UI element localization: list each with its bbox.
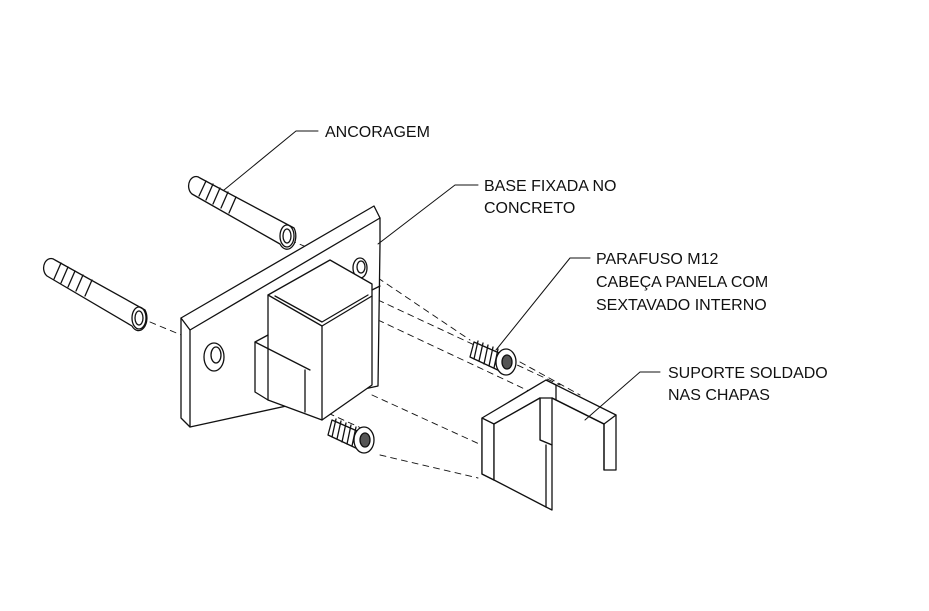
screw-upper bbox=[469, 340, 517, 376]
label-ancoragem: ANCORAGEM bbox=[325, 124, 430, 141]
plate-tube bbox=[254, 259, 381, 421]
leader-base bbox=[377, 184, 479, 245]
leader-suporte bbox=[584, 371, 661, 421]
label-parafuso-line3: SEXTAVADO INTERNO bbox=[596, 297, 767, 314]
leader-lines bbox=[223, 130, 661, 421]
plate-hole-left bbox=[203, 342, 225, 372]
label-parafuso-line2: CABEÇA PANELA COM bbox=[596, 274, 768, 291]
anchor-upper bbox=[187, 175, 297, 250]
label-base-line1: BASE FIXADA NO bbox=[484, 178, 616, 195]
label-suporte-line1: SUPORTE SOLDADO bbox=[668, 365, 828, 382]
anchor-lower bbox=[42, 257, 148, 332]
leader-parafuso bbox=[495, 257, 591, 351]
label-suporte-line2: NAS CHAPAS bbox=[668, 387, 770, 404]
screw-lower bbox=[327, 418, 375, 454]
label-parafuso-line1: PARAFUSO M12 bbox=[596, 251, 719, 268]
label-base-line2: CONCRETO bbox=[484, 200, 575, 217]
leader-ancoragem bbox=[223, 130, 319, 191]
u-bracket bbox=[481, 379, 617, 511]
